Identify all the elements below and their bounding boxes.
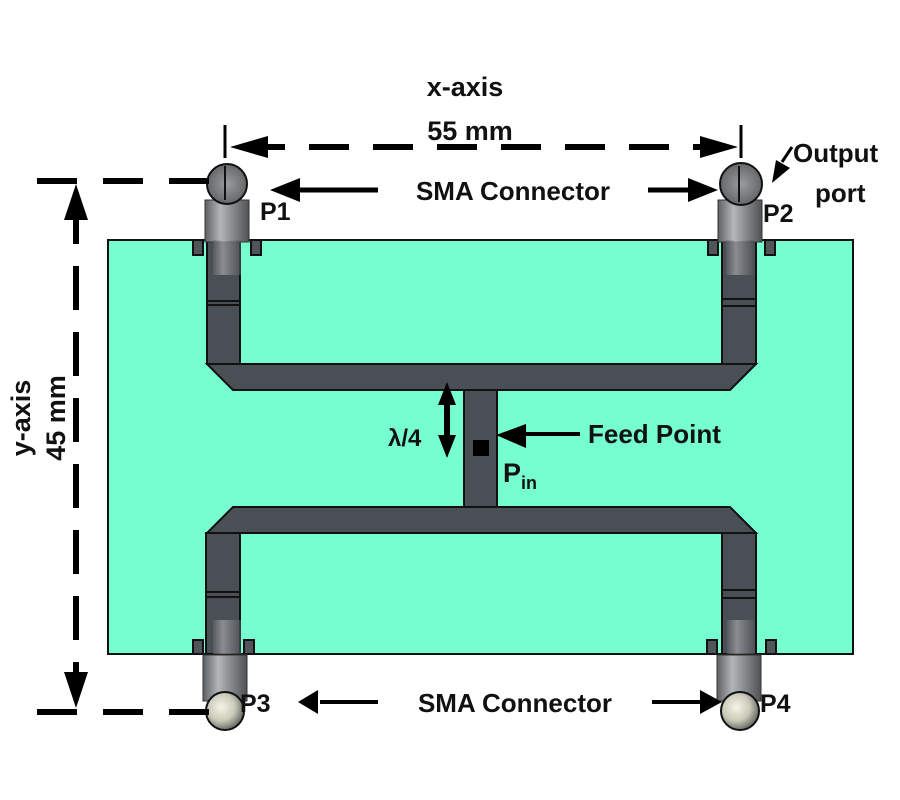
x-axis-arrow-left-icon <box>230 136 268 158</box>
connector-pin-right <box>764 239 776 256</box>
sma-bottom-arrow-right-icon <box>700 690 722 714</box>
connector-head <box>720 691 760 731</box>
connector-body <box>204 199 250 243</box>
connector-head <box>206 163 248 205</box>
connector-body <box>717 199 763 243</box>
connector-shaft <box>213 240 241 275</box>
feed-point-arrow-icon <box>496 424 526 448</box>
output-port-label-line2: port <box>815 178 866 208</box>
connector-shaft <box>213 620 241 654</box>
sma-connector-bottom-label: SMA Connector <box>418 688 612 718</box>
sma-connector-p3 <box>192 620 255 731</box>
x-axis-arrow-right-icon <box>700 136 738 158</box>
x-axis-label: x-axis <box>427 72 504 102</box>
y-axis-arrow-top-icon <box>64 184 88 220</box>
sma-top-arrow-right-icon <box>688 178 718 202</box>
port-p1-label: P1 <box>260 198 291 226</box>
y-axis-label: y-axis <box>6 380 36 457</box>
sma-connector-p2 <box>707 162 776 275</box>
quarter-wave-label: λ/4 <box>388 425 422 452</box>
feed-point-label: Feed Point <box>588 419 721 449</box>
y-axis-arrow-bottom-icon <box>64 672 88 708</box>
port-pin-label: Pin <box>503 458 537 493</box>
output-port-arrow-icon <box>772 160 790 183</box>
sma-top-arrow-left-icon <box>270 178 300 202</box>
connector-pin-left <box>706 639 718 655</box>
quarter-wave-arrow-up-icon <box>438 382 456 405</box>
connector-head <box>205 691 245 731</box>
connector-shaft <box>727 620 755 654</box>
y-axis-value: 45 mm <box>41 375 71 461</box>
connector-pin-right <box>250 239 262 256</box>
port-p3-label: P3 <box>240 690 271 718</box>
sma-connector-p4 <box>706 620 777 731</box>
connector-pin-left <box>192 639 204 655</box>
port-p2-label: P2 <box>763 200 794 228</box>
sma-bottom-arrow-left-icon <box>298 690 318 714</box>
connector-pin-right <box>765 639 777 655</box>
port-pin-subscript: in <box>521 473 537 493</box>
connector-pin-left <box>192 239 204 256</box>
connector-shaft <box>726 240 754 275</box>
lower-horizontal-trace <box>204 506 759 534</box>
sma-connector-p1 <box>192 163 262 275</box>
x-axis-value: 55 mm <box>427 116 513 146</box>
output-port-label-line1: Output <box>793 138 879 168</box>
sma-connector-top-label: SMA Connector <box>416 176 610 206</box>
connector-pin-right <box>243 639 255 655</box>
port-p4-label: P4 <box>760 690 791 718</box>
quarter-wave-arrow-down-icon <box>438 435 456 458</box>
feed-point-marker <box>473 440 489 456</box>
connector-head <box>719 162 763 206</box>
output-port-arrow-shaft <box>780 146 794 163</box>
connector-pin-left <box>707 239 719 256</box>
port-pin-main: P <box>503 458 521 488</box>
upper-horizontal-trace <box>204 363 759 391</box>
